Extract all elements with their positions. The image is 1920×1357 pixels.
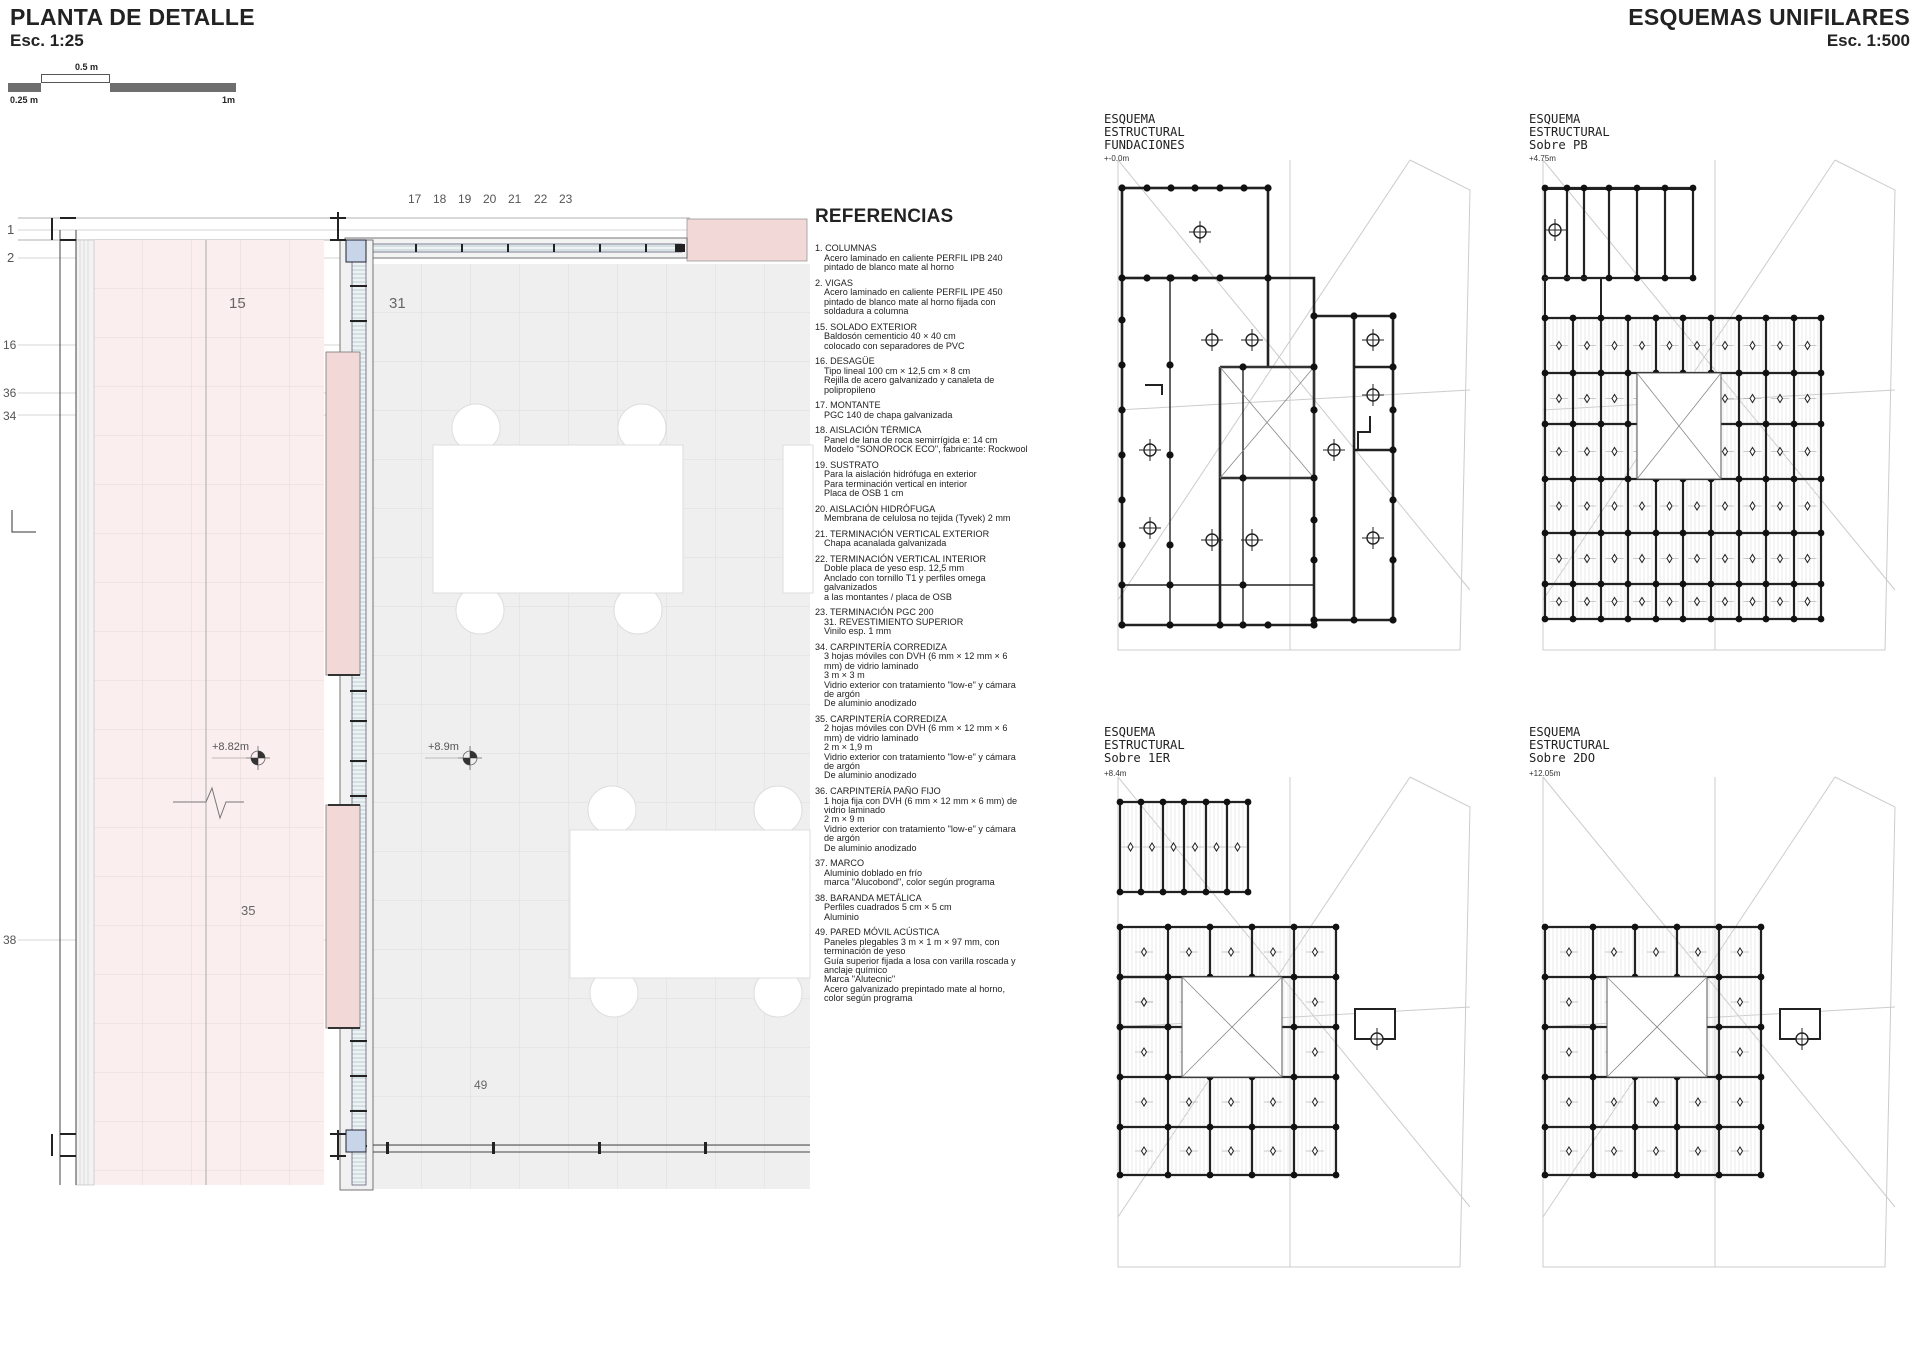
scheme-level: +12.05m xyxy=(1529,769,1561,778)
reference-title: 19. SUSTRATO xyxy=(815,459,879,470)
scale-bar xyxy=(8,74,236,92)
reference-description: 31. REVESTIMIENTO SUPERIOR Vinilo esp. 1… xyxy=(824,616,964,637)
reference-title: 21. TERMINACIÓN VERTICAL EXTERIOR xyxy=(815,528,990,539)
reference-description: PGC 140 de chapa galvanizada xyxy=(824,409,953,420)
zone-label-middle: 35 xyxy=(241,903,256,918)
left-scale: Esc. 1:25 xyxy=(10,31,84,50)
scale-label-left: 0.25 m xyxy=(10,95,39,105)
reference-title: 49. PARED MÓVIL ACÚSTICA xyxy=(815,927,940,938)
reference-description: 3 hojas móviles con DVH (6 mm × 12 mm × … xyxy=(824,651,1016,709)
right-title: ESQUEMAS UNIFILARES xyxy=(1628,4,1910,30)
reference-description: Aluminio doblado en frío marca "Alucobon… xyxy=(824,867,995,888)
reference-title: 16. DESAGÜE xyxy=(815,356,875,367)
level-exterior: +8.82m xyxy=(212,741,249,753)
reference-title: 36. CARPINTERÍA PAÑO FIJO xyxy=(815,786,941,797)
reference-title: 37. MARCO xyxy=(815,858,865,869)
scheme-label: ESQUEMA ESTRUCTURAL FUNDACIONES xyxy=(1104,112,1185,153)
row-label: 16 xyxy=(3,338,17,352)
scheme-level: +4.75m xyxy=(1529,154,1556,163)
reference-description: 1 hoja fija con DVH (6 mm × 12 mm × 6 mm… xyxy=(824,795,1018,853)
scheme-fundaciones xyxy=(1117,159,1471,651)
reference-description: Perfiles cuadrados 5 cm × 5 cm Aluminio xyxy=(824,902,952,922)
scale-label-top: 0.5 m xyxy=(75,62,99,72)
detail-plan xyxy=(11,212,814,1191)
row-label: 1 xyxy=(7,222,15,237)
col-number: 17 xyxy=(408,192,422,206)
level-interior: +8.9m xyxy=(428,741,459,753)
reference-description: Paneles plegables 3 m × 1 m × 97 mm, con… xyxy=(824,936,1016,1004)
row-label: 34 xyxy=(3,409,17,423)
reference-description: Baldosón cementicio 40 × 40 cm colocado … xyxy=(824,331,965,351)
scheme-level: +8.4m xyxy=(1104,769,1127,778)
reference-title: 2. VIGAS xyxy=(815,277,853,288)
reference-description: Panel de lana de roca semirrígida e: 14 … xyxy=(824,434,1028,455)
col-number: 18 xyxy=(433,192,447,206)
reference-title: 22. TERMINACIÓN VERTICAL INTERIOR xyxy=(815,554,987,565)
scheme-label: ESQUEMA ESTRUCTURAL Sobre PB xyxy=(1529,112,1610,153)
references-title: REFERENCIAS xyxy=(815,206,954,227)
col-number: 20 xyxy=(483,192,497,206)
reference-description: Doble placa de yeso esp. 12,5 mm Anclado… xyxy=(824,563,986,602)
zone-label-exterior: 15 xyxy=(229,295,246,312)
zone-label-interior: 31 xyxy=(389,295,406,312)
col-number: 19 xyxy=(458,192,472,206)
reference-title: 23. TERMINACIÓN PGC 200 xyxy=(815,607,934,618)
col-number: 23 xyxy=(559,192,573,206)
reference-title: 38. BARANDA METÁLICA xyxy=(815,892,922,903)
scheme-sobre-1er xyxy=(1116,776,1471,1268)
reference-title: 35. CARPINTERÍA CORREDIZA xyxy=(815,714,947,725)
reference-description: Acero laminado en caliente PERFIL IPB 24… xyxy=(824,252,1003,273)
scale-label-right: 1m xyxy=(222,95,236,105)
col-number: 22 xyxy=(534,192,548,206)
reference-description: Para la aislación hidrófuga en exterior … xyxy=(824,469,977,499)
reference-description: Tipo lineal 100 cm × 12,5 cm × 8 cm Reji… xyxy=(824,365,995,395)
scheme-sobre-pb xyxy=(1541,159,1896,651)
row-label: 36 xyxy=(3,386,17,400)
reference-title: 20. AISLACIÓN HIDRÓFUGA xyxy=(815,503,936,514)
scheme-label: ESQUEMA ESTRUCTURAL Sobre 1ER xyxy=(1104,725,1185,766)
reference-title: 17. MONTANTE xyxy=(815,400,881,411)
reference-title: 1. COLUMNAS xyxy=(815,243,877,254)
reference-description: Chapa acanalada galvanizada xyxy=(824,538,947,549)
reference-title: 18. AISLACIÓN TÉRMICA xyxy=(815,425,922,436)
reference-description: Acero laminado en caliente PERFIL IPE 45… xyxy=(824,287,1003,317)
left-title: PLANTA DE DETALLE xyxy=(10,4,255,30)
row-label: 2 xyxy=(7,250,15,265)
scheme-sobre-2do xyxy=(1541,776,1896,1268)
scheme-label: ESQUEMA ESTRUCTURAL Sobre 2DO xyxy=(1529,725,1610,766)
zone-label-bottom: 49 xyxy=(474,1078,488,1092)
reference-description: Membrana de celulosa no tejida (Tyvek) 2… xyxy=(824,513,1011,524)
row-label: 38 xyxy=(3,933,17,947)
reference-title: 34. CARPINTERÍA CORREDIZA xyxy=(815,641,947,652)
reference-title: 15. SOLADO EXTERIOR xyxy=(815,321,918,332)
col-number: 21 xyxy=(508,192,522,206)
scheme-level: +-0.0m xyxy=(1104,154,1130,163)
reference-description: 2 hojas móviles con DVH (6 mm × 12 mm × … xyxy=(824,723,1016,781)
right-scale: Esc. 1:500 xyxy=(1826,31,1910,50)
